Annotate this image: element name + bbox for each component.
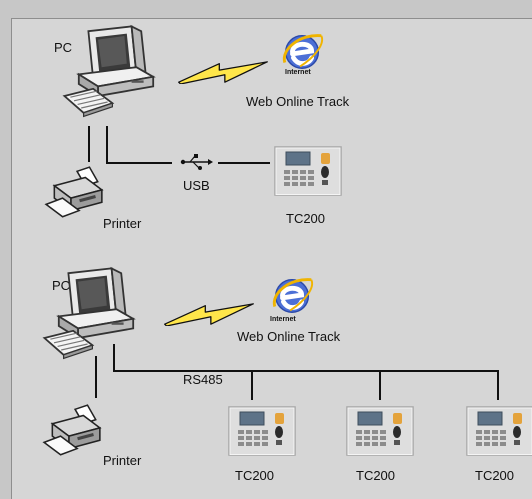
- rs485-label: RS485: [183, 372, 223, 387]
- tc200-terminal-icon: [228, 406, 296, 456]
- bus-drop-3: [497, 370, 499, 400]
- pc-printer-link: [95, 356, 97, 398]
- web-online-track-label: Web Online Track: [237, 329, 341, 344]
- usb-label: USB: [183, 178, 210, 193]
- bus-drop-1: [251, 370, 253, 400]
- pc-usb-drop: [106, 126, 108, 164]
- lightning-link-icon: [164, 303, 254, 326]
- internet-badge: Internet: [285, 69, 311, 76]
- printer-label: Printer: [103, 216, 142, 231]
- printer-icon: [45, 166, 103, 218]
- rs485-bus-line: [113, 370, 499, 372]
- pc-label: PC: [54, 40, 73, 55]
- bus-drop-2: [379, 370, 381, 400]
- tc200-label: TC200: [475, 468, 515, 483]
- pc-icon: [63, 25, 155, 118]
- pc-printer-link: [88, 126, 90, 162]
- tc200-terminal-icon: [466, 406, 532, 456]
- printer-label: Printer: [103, 453, 142, 468]
- tc200-terminal-icon: [274, 146, 342, 196]
- diagram-window: PC Internet Web Online Track USB TC200 P…: [11, 18, 532, 499]
- tc200-label: TC200: [235, 468, 275, 483]
- usb-icon: [180, 154, 214, 170]
- tc200-terminal-icon: [346, 406, 414, 456]
- usb-cable-right: [218, 162, 270, 164]
- tc200-label: TC200: [286, 211, 326, 226]
- tc200-label: TC200: [356, 468, 396, 483]
- printer-icon: [43, 404, 101, 456]
- lightning-link-icon: [178, 61, 268, 84]
- pc-bus-drop: [113, 344, 115, 372]
- pc-icon: [43, 267, 135, 360]
- internet-explorer-icon: [268, 272, 318, 320]
- pc-label: PC: [52, 278, 71, 293]
- usb-cable-left: [106, 162, 172, 164]
- internet-badge: Internet: [270, 316, 296, 323]
- web-online-track-label: Web Online Track: [246, 94, 350, 109]
